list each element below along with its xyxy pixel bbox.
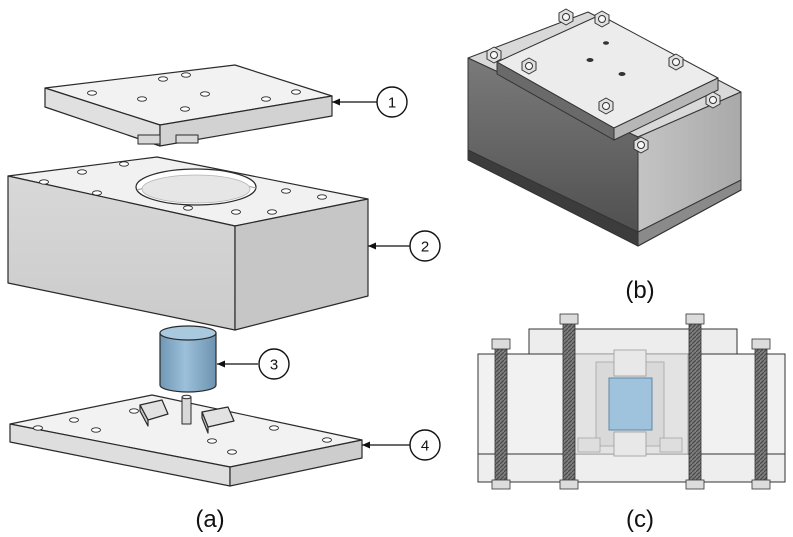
callout-2: 2 xyxy=(368,230,441,262)
callout-1-label: 1 xyxy=(388,95,396,112)
part-3-cylinder xyxy=(159,325,217,393)
callout-4-label: 4 xyxy=(421,438,429,455)
callout-3-label: 3 xyxy=(270,357,278,374)
panel-b-label: (b) xyxy=(625,277,654,304)
threaded-bolts xyxy=(491,313,771,490)
callout-1: 1 xyxy=(332,86,408,118)
panel-a-label: (a) xyxy=(195,506,224,533)
callout-3: 3 xyxy=(217,348,290,380)
part-4-base-plate xyxy=(9,394,363,487)
hex-nuts xyxy=(486,8,721,154)
callout-4: 4 xyxy=(362,429,441,461)
part-2-main-block xyxy=(7,156,369,331)
front-section-view: (c) xyxy=(477,313,786,533)
assembled-isometric-view: (b) xyxy=(467,8,742,304)
callout-2-label: 2 xyxy=(421,239,429,256)
part-1-top-plate xyxy=(44,64,333,147)
specimen-section xyxy=(608,377,653,431)
exploded-view: 1 2 3 4 (a) xyxy=(7,64,441,533)
panel-c-label: (c) xyxy=(626,506,654,533)
